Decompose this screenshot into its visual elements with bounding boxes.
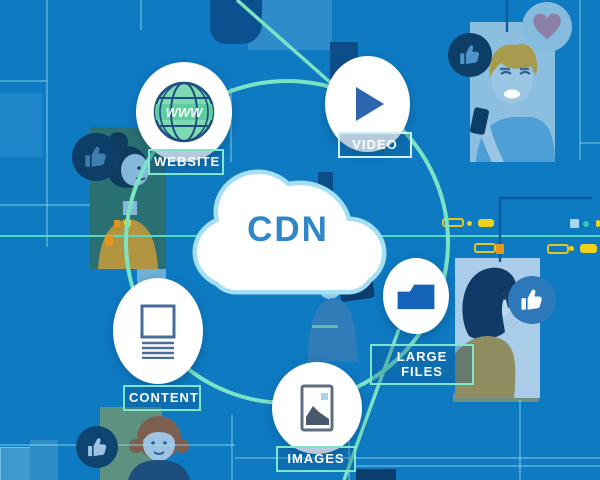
node-images [272, 362, 362, 454]
label-content: CONTENT [123, 385, 201, 411]
label-content-text: CONTENT [129, 390, 199, 405]
man-holding-phone [470, 44, 555, 162]
telemetry-dot [124, 219, 131, 227]
arm-silhouette [210, 0, 262, 44]
background-fragment [30, 440, 58, 480]
telemetry-dot [114, 220, 120, 227]
label-images-text: IMAGES [287, 451, 345, 466]
play-icon [355, 87, 384, 121]
document-icon [140, 304, 176, 359]
photo-card-man [470, 22, 555, 162]
telemetry-dash [580, 244, 597, 253]
telemetry-dash [596, 220, 600, 227]
thumbs-up-icon [87, 437, 106, 456]
thumbs-up-bubble [76, 426, 118, 468]
telemetry-dot [570, 219, 579, 228]
thumbs-up-icon [521, 289, 542, 310]
label-large-files-text: LARGE FILES [396, 349, 448, 379]
globe-www-text: WWW [166, 105, 205, 120]
label-website-text: WEBSITE [154, 154, 221, 169]
label-video: VIDEO [338, 132, 412, 158]
image-icon [300, 384, 334, 432]
globe-www-icon: WWW [153, 81, 215, 143]
label-website: WEBSITE [148, 149, 224, 175]
background-fragment [0, 447, 32, 480]
woman-bob-haircut [455, 267, 517, 398]
telemetry-dash [442, 218, 464, 227]
label-large-files: LARGE FILES [370, 344, 474, 385]
heart-icon [533, 13, 561, 40]
thumbs-up-bubble [448, 33, 492, 77]
telemetry-dash [474, 243, 496, 253]
label-images: IMAGES [276, 446, 356, 472]
thumbs-up-bubble [508, 276, 556, 324]
woman-curly-hair [128, 416, 190, 480]
telemetry-dot [496, 244, 504, 254]
label-video-text: VIDEO [352, 137, 398, 152]
thumbs-up-icon [460, 45, 480, 64]
background-fragment [318, 172, 333, 204]
heart-bubble [522, 2, 572, 52]
telemetry-dash [547, 244, 569, 254]
node-large-files [383, 258, 449, 334]
telemetry-dot [569, 246, 574, 251]
background-fragment [356, 469, 396, 480]
telemetry-dot [105, 236, 113, 245]
telemetry-dot [467, 221, 472, 226]
node-website: WWW [136, 62, 232, 162]
node-content [113, 278, 203, 384]
telemetry-dash [478, 219, 494, 227]
thumbs-up-icon [85, 146, 106, 167]
folder-icon [397, 284, 435, 310]
person-silhouette [308, 252, 375, 362]
background-fragment [0, 93, 42, 157]
thumbs-up-bubble [72, 133, 120, 181]
telemetry-dot [583, 221, 589, 227]
hub-title: CDN [247, 210, 329, 249]
